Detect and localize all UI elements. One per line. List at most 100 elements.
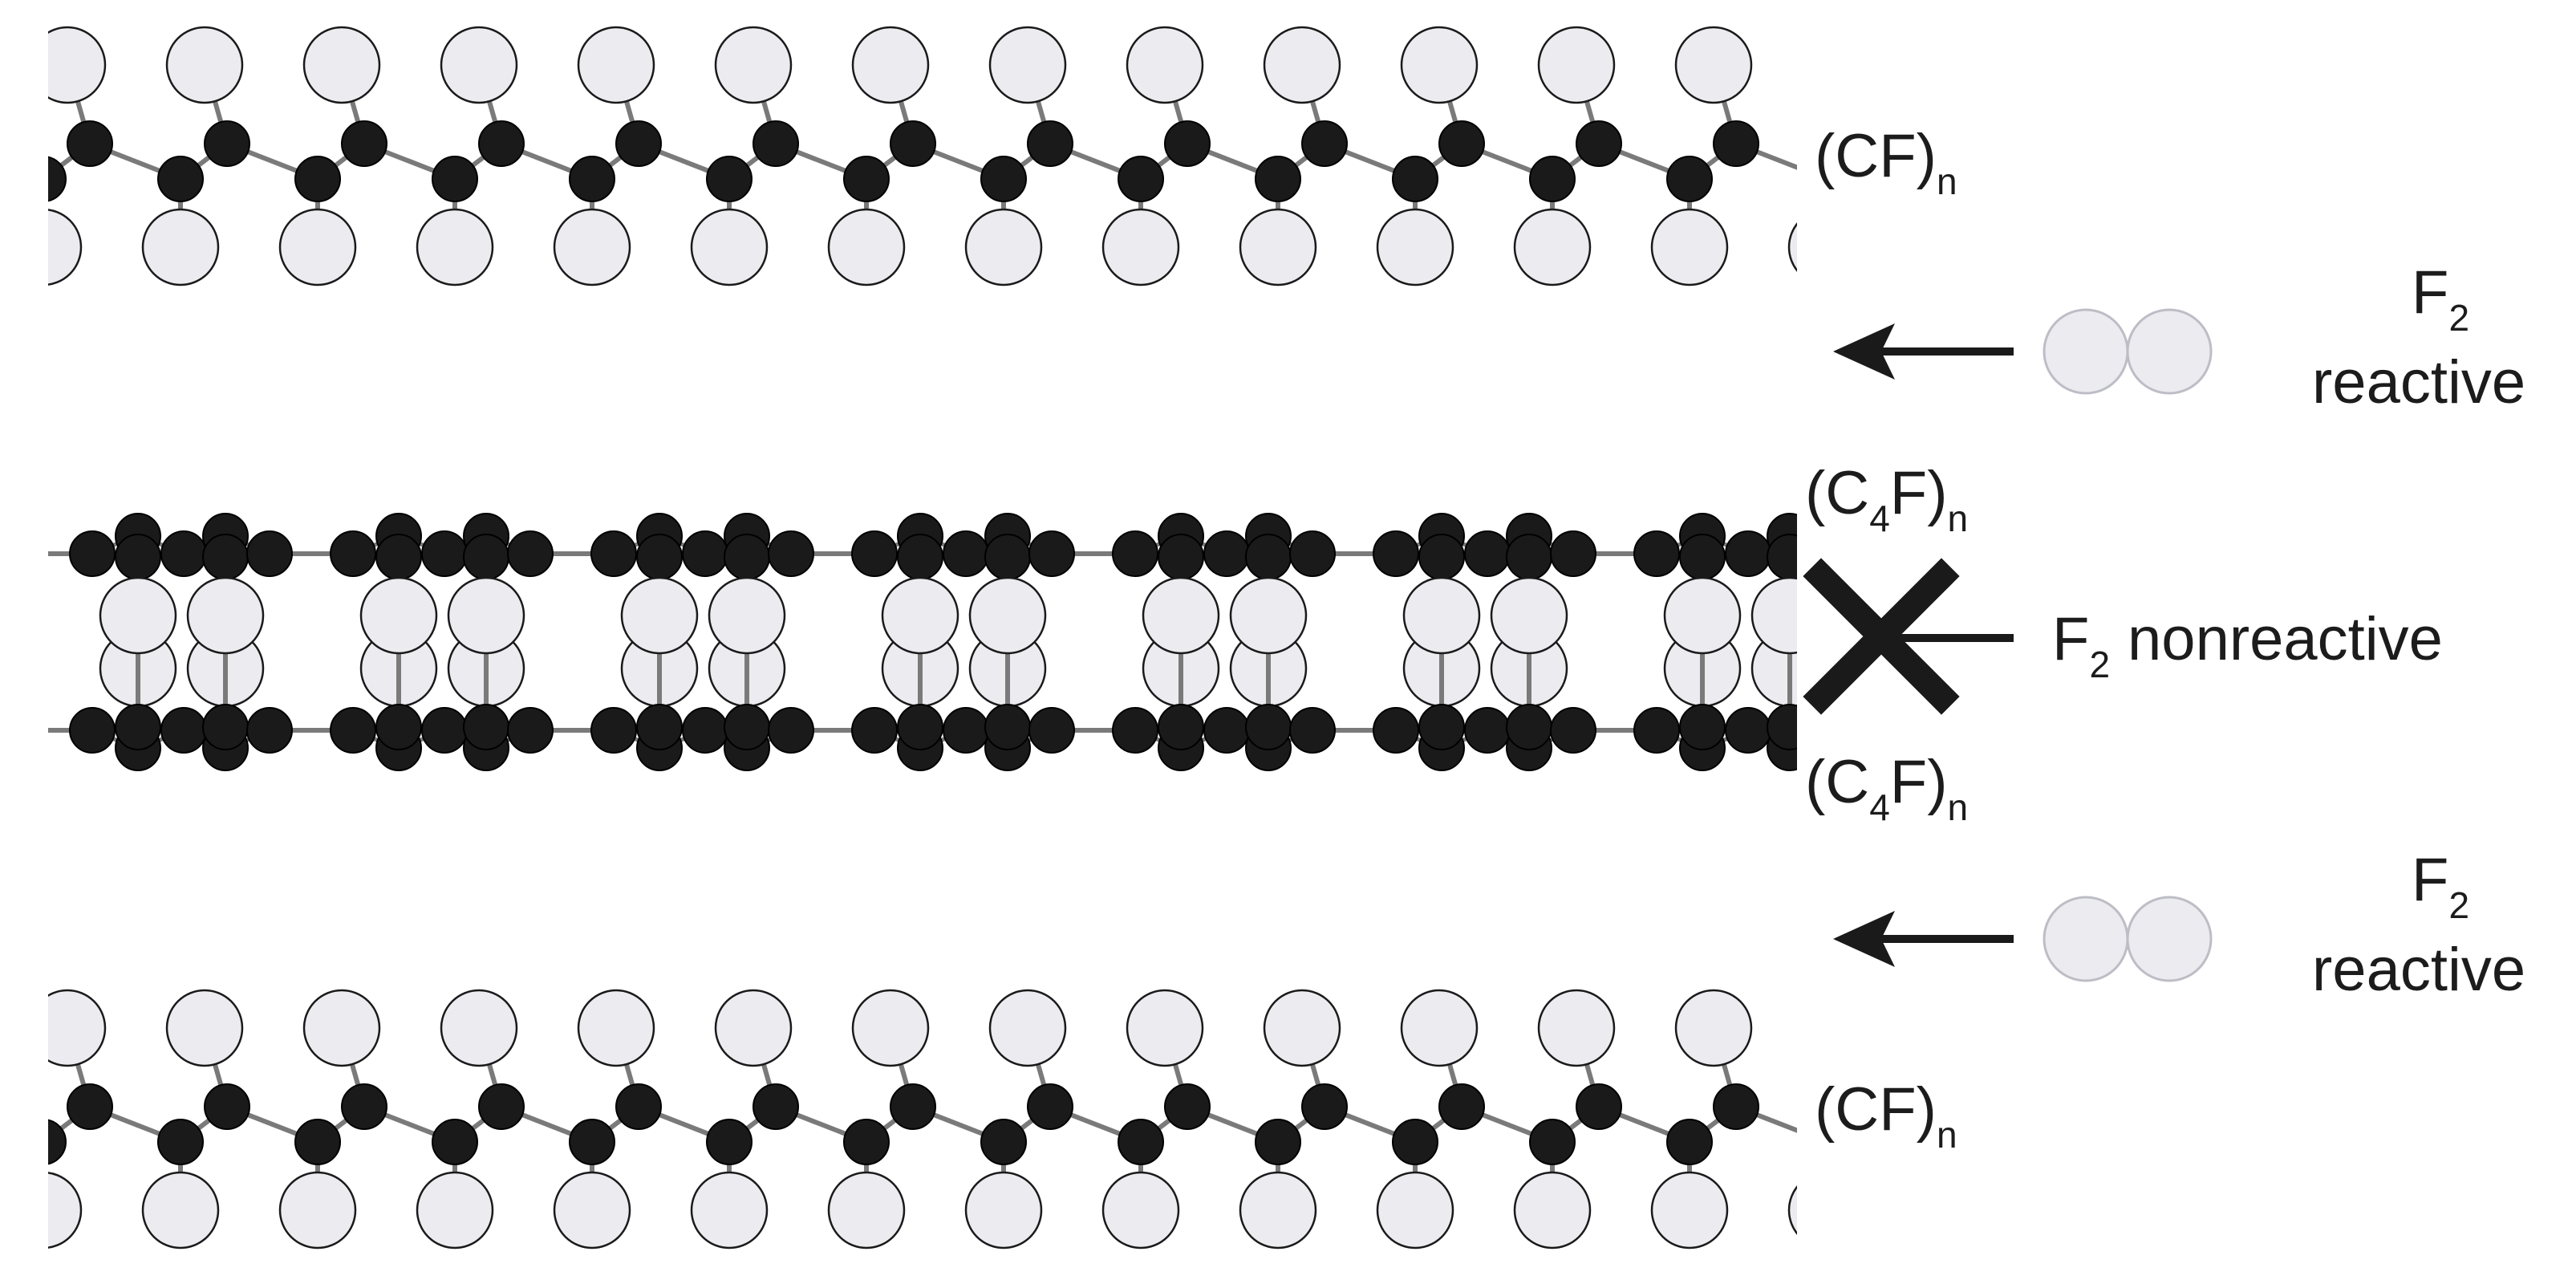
- carbon-atom: [1203, 707, 1250, 754]
- carbon-atom: [615, 1083, 662, 1130]
- carbon-atom: [48, 156, 67, 202]
- carbon-atom: [294, 156, 341, 202]
- carbon-atom: [1767, 704, 1797, 750]
- fluorine-atom: [48, 26, 107, 104]
- carbon-atom: [569, 1119, 615, 1165]
- fluorine-atom: [964, 1171, 1043, 1250]
- fluorine-atom: [165, 26, 244, 104]
- fluorine-atom: [851, 989, 930, 1067]
- fluorine-atom: [553, 1171, 631, 1250]
- carbon-atom: [1112, 530, 1158, 577]
- fluorine-atom: [1126, 989, 1204, 1067]
- fluorine-atom: [1239, 1171, 1317, 1250]
- carbon-atom: [768, 707, 814, 754]
- fluorine-atom: [165, 989, 244, 1067]
- carbon-atom: [375, 704, 422, 750]
- arrow-left-icon: [1833, 323, 2014, 380]
- c4f-upper-layer: [0, 513, 2099, 708]
- carbon-atom: [1725, 530, 1771, 577]
- carbon-atom: [980, 1119, 1027, 1165]
- carbon-atom: [590, 707, 637, 754]
- f2-reactive-top-annotation: F2 reactive: [1833, 258, 2525, 417]
- carbon-atom: [1112, 707, 1158, 754]
- fluorine-atom: [440, 989, 518, 1067]
- carbon-atom: [1767, 534, 1797, 580]
- fluorine-atom: [0, 631, 2, 706]
- carbon-atom: [1550, 530, 1596, 577]
- carbon-atom: [682, 707, 728, 754]
- carbon-atom: [636, 534, 683, 580]
- reactive-label: reactive: [2312, 936, 2525, 1004]
- carbon-atom: [463, 704, 509, 750]
- fluorine-atom: [1650, 1171, 1729, 1250]
- fluorine-atom: [968, 576, 1047, 655]
- carbon-atom: [984, 534, 1031, 580]
- carbon-atom: [1438, 120, 1485, 167]
- fluorine-atom: [1787, 222, 1797, 272]
- carbon-atom: [569, 156, 615, 202]
- carbon-atom: [1392, 156, 1438, 202]
- fluorine-atom: [827, 1171, 906, 1250]
- fluorine-atom: [1402, 576, 1481, 655]
- carbon-atom: [682, 530, 728, 577]
- carbon-atom: [507, 530, 554, 577]
- carbon-atom: [843, 156, 890, 202]
- carbon-atom: [1679, 534, 1726, 580]
- carbon-atom: [115, 704, 161, 750]
- carbon-atom: [1373, 707, 1419, 754]
- fluorine-atom: [440, 26, 518, 104]
- fluorine-atom: [1674, 26, 1753, 104]
- carbon-atom: [1986, 708, 2031, 753]
- fluorine-atom: [577, 26, 655, 104]
- cf-bottom-label: (CF)n: [1815, 1075, 1957, 1156]
- carbon-atom: [590, 530, 637, 577]
- fluorine-atom: [416, 208, 494, 286]
- carbon-atom: [1633, 707, 1680, 754]
- fluorine-atom: [964, 208, 1043, 286]
- f2-molecule-icon: [2043, 308, 2213, 395]
- c4f-upper-atoms: [0, 513, 2031, 708]
- carbon-atom: [1373, 530, 1419, 577]
- fluorine-atom: [988, 26, 1067, 104]
- carbon-atom: [1576, 120, 1622, 167]
- carbon-atom: [330, 530, 376, 577]
- bond-line: [2051, 536, 2099, 554]
- fluorine-atom: [553, 208, 631, 286]
- carbon-atom: [724, 704, 770, 750]
- carbon-atom: [1941, 705, 1986, 750]
- carbon-atom: [1289, 707, 1336, 754]
- carbon-atom: [1464, 707, 1511, 754]
- carbon-atom: [67, 1083, 113, 1130]
- fluorine-atom: [620, 576, 699, 655]
- carbon-atom: [294, 1119, 341, 1165]
- fluorine-atom: [1537, 26, 1616, 104]
- cf-top-label: (CF)n: [1815, 122, 1957, 202]
- fluorine-atom: [1376, 208, 1454, 286]
- carbon-atom: [943, 530, 989, 577]
- carbon-atom: [160, 530, 207, 577]
- carbon-atom: [1986, 531, 2031, 576]
- bond-line: [1915, 730, 1963, 748]
- cf-bottom-atoms: [48, 989, 1797, 1250]
- carbon-atom: [1301, 120, 1348, 167]
- fluorine-atom: [48, 989, 107, 1067]
- fluorine-atom: [278, 1171, 357, 1250]
- carbon-atom: [851, 530, 898, 577]
- carbon-atom: [1666, 1119, 1713, 1165]
- fluorine-atom: [141, 208, 220, 286]
- fluorine-atom: [1537, 989, 1616, 1067]
- reactive-label: reactive: [2312, 348, 2525, 417]
- carbon-atom: [202, 704, 249, 750]
- carbon-atom: [1158, 704, 1204, 750]
- carbon-atom: [897, 704, 943, 750]
- carbon-atom: [1418, 534, 1465, 580]
- carbon-atom: [1506, 704, 1552, 750]
- carbon-atom: [1679, 704, 1726, 750]
- carbon-atom: [48, 1119, 67, 1165]
- carbon-atom: [753, 1083, 799, 1130]
- carbon-atom: [204, 1083, 250, 1130]
- f2-molecule-icon: [2043, 896, 2213, 982]
- carbon-atom: [1418, 704, 1465, 750]
